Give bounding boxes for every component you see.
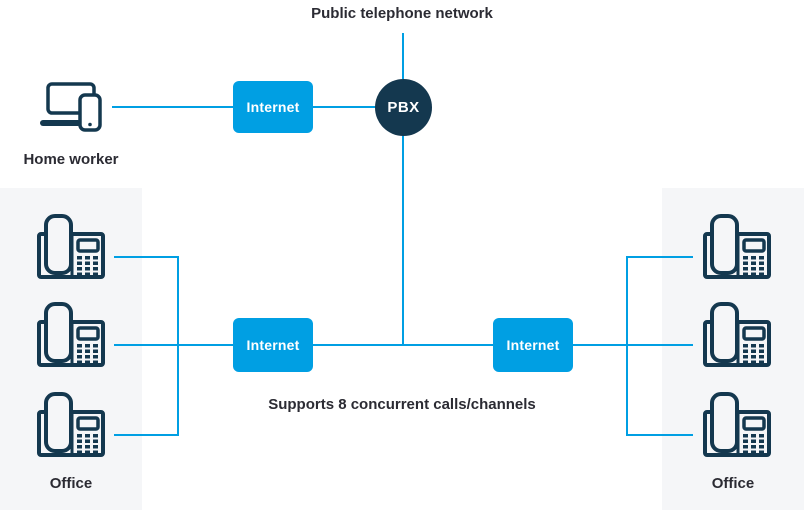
connector-homeworker-to-internet [112, 106, 233, 108]
desk-phone-icon [36, 302, 106, 368]
internet-node-left-label: Internet [246, 337, 300, 353]
office-right-label: Office [711, 475, 755, 492]
desk-phone-icon [36, 214, 106, 280]
pbx-node: PBX [375, 79, 432, 136]
laptop-and-smartphone-icon [40, 82, 102, 133]
home-worker-label: Home worker [23, 151, 119, 168]
connector-ptn-to-pbx [402, 33, 404, 79]
desk-phone-icon [702, 214, 772, 280]
desk-phone-icon [702, 302, 772, 368]
connector-left-phone-top [114, 256, 179, 258]
connector-right-office-trunk [626, 256, 628, 436]
connector-pbx-to-mainline [402, 134, 404, 345]
internet-node-right-label: Internet [506, 337, 560, 353]
connector-internet-to-pbx [313, 106, 377, 108]
connector-right-phone-top [627, 256, 693, 258]
diagram-title: Public telephone network [311, 5, 493, 22]
connector-left-phone-bottom [114, 434, 179, 436]
connector-mainline [114, 344, 693, 346]
connector-left-office-trunk [177, 256, 179, 436]
office-left-label: Office [49, 475, 93, 492]
internet-node-top: Internet [233, 81, 313, 133]
connector-right-phone-bottom [627, 434, 693, 436]
internet-node-left: Internet [233, 318, 313, 372]
internet-node-top-label: Internet [246, 99, 300, 115]
desk-phone-icon [702, 392, 772, 458]
desk-phone-icon [36, 392, 106, 458]
internet-node-right: Internet [493, 318, 573, 372]
pbx-label: PBX [387, 99, 420, 116]
capacity-caption: Supports 8 concurrent calls/channels [268, 396, 536, 413]
